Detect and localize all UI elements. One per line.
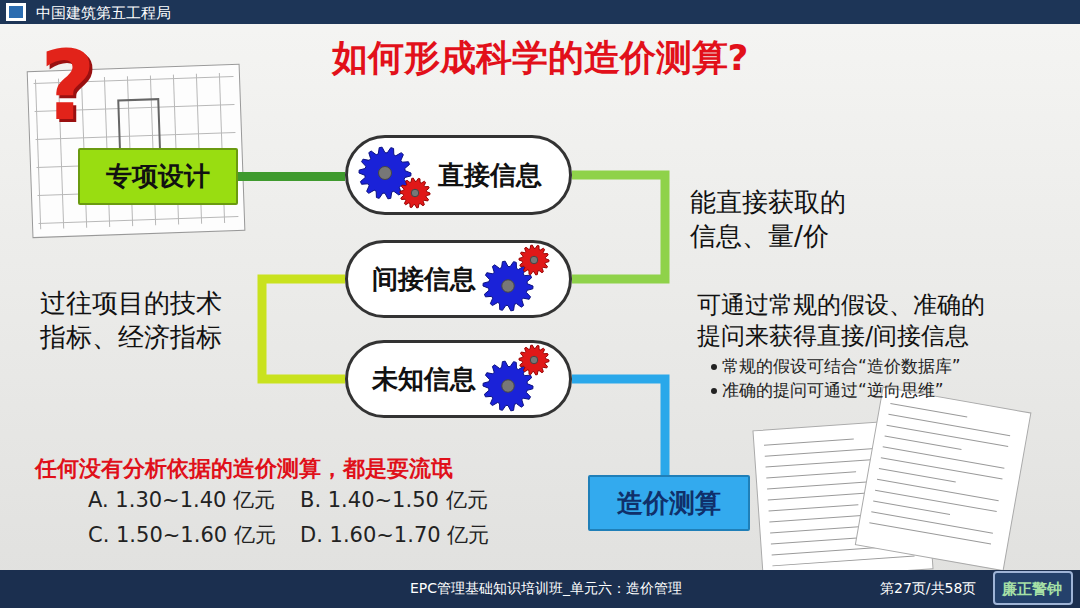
gear-hub: [530, 256, 538, 264]
document-row: [766, 472, 856, 478]
gear-hub: [411, 189, 419, 197]
connector: [572, 379, 665, 475]
bullet-text-box: 常规的假设可结合“造价数据库”: [722, 355, 961, 377]
option-box: D. 1.60~1.70 亿元: [300, 522, 489, 549]
question-mark-box: ?: [40, 38, 96, 134]
document-row: [890, 403, 967, 417]
document-row: [877, 479, 999, 500]
company-name-box: 中国建筑第五工程局: [36, 3, 171, 24]
gear-hub: [502, 280, 515, 293]
gear-hub: [379, 167, 392, 180]
footer-button: [994, 572, 1072, 604]
footer-text: EPC管理基础知识培训班_单元六：造价管理: [410, 579, 682, 597]
document-row: [772, 556, 914, 566]
slide-title: 如何形成科学的造价测算?: [332, 37, 749, 78]
plan-core: [118, 99, 160, 150]
slogan: 任何没有分析依据的造价测算，都是耍流氓: [35, 455, 453, 484]
bullet: [711, 364, 717, 370]
plan-wall: [39, 216, 239, 223]
info-pill: 未知信息: [345, 340, 572, 418]
document-row: [871, 512, 993, 533]
process-box: 专项设计: [78, 148, 238, 205]
gear-body: [519, 345, 549, 375]
document-row: [875, 490, 997, 511]
node-text: 直接信息: [438, 158, 542, 193]
gear-body: [519, 245, 549, 275]
option: B. 1.40~1.50 亿元: [300, 487, 488, 514]
info-pill: 间接信息: [345, 240, 572, 318]
document-row: [881, 458, 1003, 479]
footer-text-box: EPC管理基础知识培训班_单元六：造价管理: [410, 578, 682, 597]
note-text: 可通过常规的假设、准确的提问来获得直接/间接信息: [697, 290, 1002, 352]
node-text: 专项设计: [106, 159, 210, 194]
info-pill: 直接信息: [345, 135, 572, 215]
title-box: 如何形成科学的造价测算?: [0, 34, 1080, 83]
note-text-box: 过往项目的技术 指标、经济指标: [40, 287, 240, 355]
connector: [238, 172, 345, 181]
node-text: 未知信息: [372, 362, 476, 397]
gear-icon: [519, 245, 549, 275]
document-row: [885, 436, 962, 450]
document-row: [879, 468, 956, 482]
note-text-box: 可通过常规的假设、准确的提问来获得直接/间接信息: [697, 290, 1002, 352]
bullet: [711, 388, 717, 394]
document-row: [873, 501, 950, 515]
result-box: 造价测算: [588, 475, 750, 531]
document-row: [869, 523, 991, 544]
connector: [262, 279, 345, 379]
page-number: 第27页/共58页: [880, 579, 976, 597]
logo-mark: [9, 6, 23, 18]
document-row: [887, 425, 1009, 446]
option-box: C. 1.50~1.60 亿元: [88, 522, 276, 549]
document-illustration: [753, 387, 1031, 581]
option: D. 1.60~1.70 亿元: [300, 522, 489, 549]
document-row: [769, 505, 859, 511]
footer-bar: [0, 570, 1080, 608]
slogan-box: 任何没有分析依据的造价测算，都是耍流氓: [35, 455, 453, 484]
note-text: 能直接获取的 信息、量/价: [690, 186, 870, 254]
footer-button-text-box: 廉正警钟: [1002, 579, 1062, 600]
document-row: [883, 447, 1005, 468]
document-row: [771, 538, 861, 544]
company-name: 中国建筑第五工程局: [36, 4, 171, 24]
bullet-text: 准确的提问可通过“逆向思维”: [722, 379, 944, 401]
option: C. 1.50~1.60 亿元: [88, 522, 276, 549]
question-mark: ?: [40, 38, 96, 134]
logo: [6, 3, 26, 21]
footer-button-text: 廉正警钟: [1002, 580, 1062, 600]
page-number-box: 第27页/共58页: [880, 578, 976, 597]
node-text: 间接信息: [372, 262, 476, 297]
document-sheet: [855, 387, 1031, 571]
header-bar: [0, 0, 1080, 24]
gear-hub: [530, 356, 538, 364]
plan-wall: [35, 79, 40, 229]
document-row: [888, 414, 1010, 435]
note-text-box: 能直接获取的 信息、量/价: [690, 186, 870, 254]
gear-body: [400, 178, 430, 208]
bullet-text: 常规的假设可结合“造价数据库”: [722, 355, 961, 377]
gear-hub: [502, 380, 515, 393]
gear-icon: [400, 178, 430, 208]
note-text: 过往项目的技术 指标、经济指标: [40, 287, 240, 355]
option-box: A. 1.30~1.40 亿元: [88, 487, 275, 514]
node-text: 造价测算: [617, 486, 721, 521]
gear-icon: [519, 345, 549, 375]
bullet-text-box: 准确的提问可通过“逆向思维”: [722, 379, 944, 401]
connector: [572, 175, 665, 279]
option-box: B. 1.40~1.50 亿元: [300, 487, 488, 514]
option: A. 1.30~1.40 亿元: [88, 487, 275, 514]
document-row: [764, 439, 854, 445]
